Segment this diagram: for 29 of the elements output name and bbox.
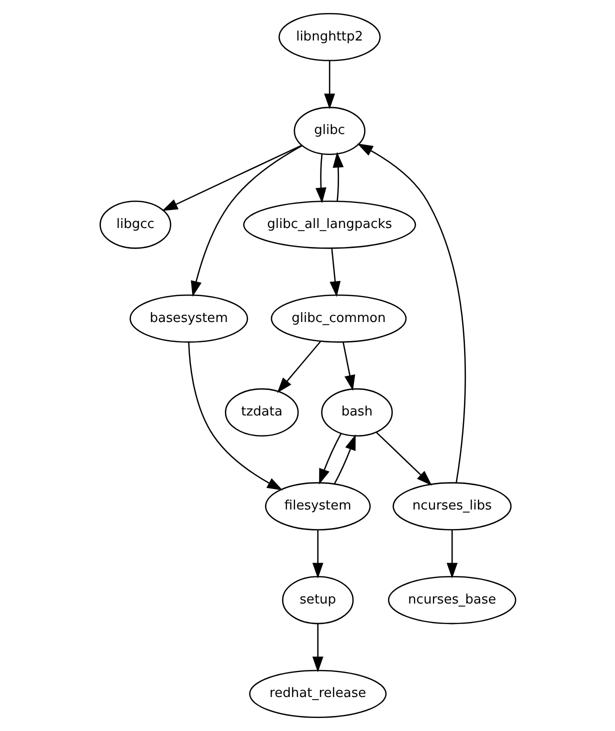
arrow [446,530,458,578]
arrow [190,145,302,297]
arrow [162,144,302,211]
arrow [356,144,466,483]
arrow [276,341,320,394]
arrow [188,342,282,490]
node-ellipse: libnghttp2 [278,12,380,62]
node-ellipse: glibc_common [270,294,406,343]
node-ellipse: glibc_all_langpacks [242,200,416,249]
arrow [332,152,344,202]
node-ellipse: tzdata [224,388,298,437]
arrow [315,154,326,204]
arrow [318,433,342,484]
node-ellipse: setup [282,576,354,624]
arrow [375,432,432,486]
arrow [333,434,356,484]
node-ellipse: redhat_release [248,670,386,718]
arrow [329,248,340,297]
arrow [312,624,323,672]
node-ellipse: ncurses_libs [392,482,512,530]
node-ellipse: libgcc [99,200,171,249]
node-ellipse: glibc [293,106,365,156]
arrow [312,530,323,578]
node-ellipse: ncurses_base [387,576,516,624]
node-ellipse: bash [320,388,392,437]
node-ellipse: basesystem [129,294,248,343]
node-ellipse: filesystem [264,482,370,530]
arrow [342,342,355,391]
arrow [324,60,335,110]
